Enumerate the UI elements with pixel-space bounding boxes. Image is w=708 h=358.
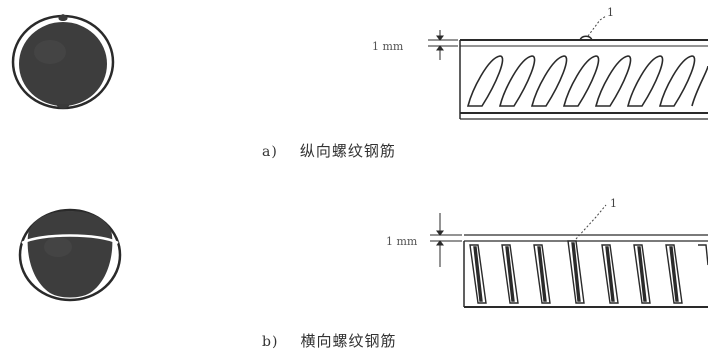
callout-number-b: 1 <box>610 197 617 210</box>
caption-text-b: 横向螺纹钢筋 <box>300 332 397 350</box>
callout-number-a: 1 <box>607 6 614 19</box>
callout-leader-a <box>587 15 607 37</box>
dimension-label-a: 1 mm <box>372 40 404 53</box>
caption-tag-b: b) <box>262 334 279 350</box>
figure-a-longitudinal-rebar: 1 mm 1 a) 纵向螺纹钢筋 <box>0 0 708 175</box>
caption-a: a) 纵向螺纹钢筋 <box>262 140 396 161</box>
figure-b-drawing <box>18 204 708 308</box>
cross-section-a <box>11 14 115 110</box>
callout-leader-b <box>575 204 607 240</box>
side-view-b <box>463 234 708 308</box>
figure-a-drawing <box>11 14 708 120</box>
cross-section-b <box>18 208 122 302</box>
caption-text-a: 纵向螺纹钢筋 <box>299 142 396 160</box>
figure-b-transverse-rebar: 1 mm 1 b) 横向螺纹钢筋 <box>0 175 708 358</box>
dimension-marker-a <box>428 30 458 60</box>
side-view-a <box>459 35 708 120</box>
dimension-label-b: 1 mm <box>386 235 418 248</box>
caption-tag-a: a) <box>262 144 278 160</box>
caption-b: b) 横向螺纹钢筋 <box>262 330 396 351</box>
dimension-marker-b <box>430 213 462 267</box>
